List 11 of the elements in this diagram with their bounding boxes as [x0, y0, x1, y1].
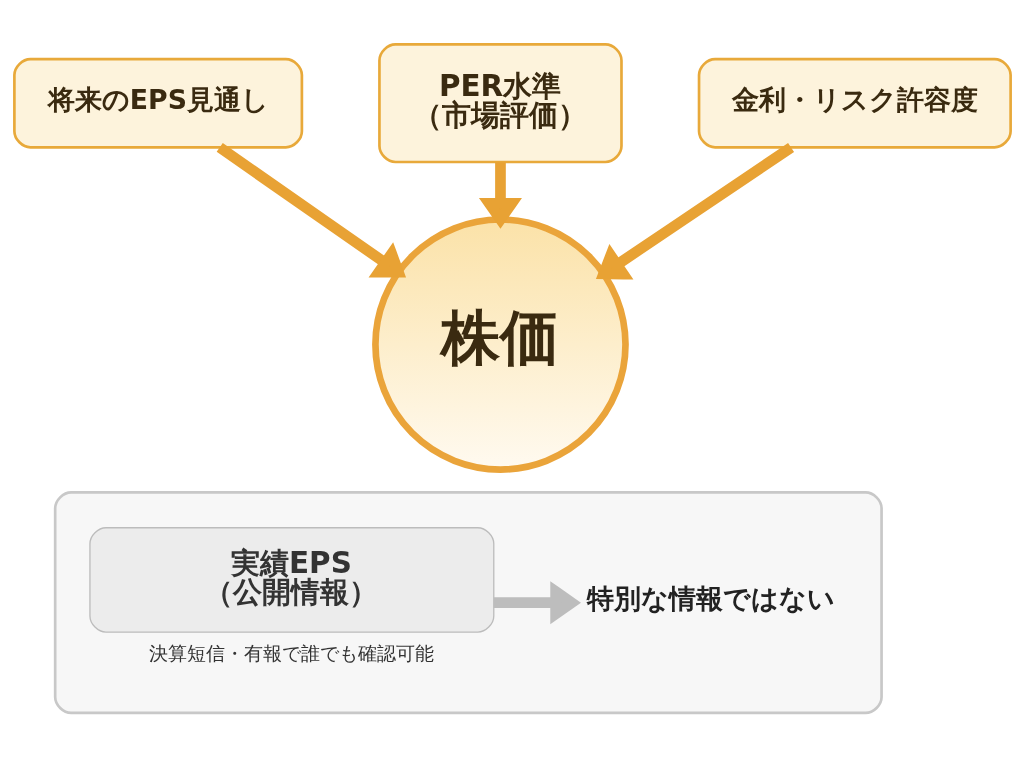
cluster	[53, 490, 883, 715]
node-box: 金利・リスク許容度	[697, 57, 1012, 149]
node-text: 特別な情報ではない	[586, 582, 835, 614]
arrow	[478, 162, 522, 229]
node-box: PER水準 （市場評価）	[377, 43, 623, 164]
node-circle: 株価	[371, 216, 629, 473]
arrow	[216, 143, 406, 278]
node-label: 決算短信・有報で誰でも確認可能	[148, 643, 434, 665]
node-box: 将来のEPS見通し	[12, 57, 303, 149]
arrow	[493, 581, 581, 625]
arrow	[595, 143, 794, 280]
